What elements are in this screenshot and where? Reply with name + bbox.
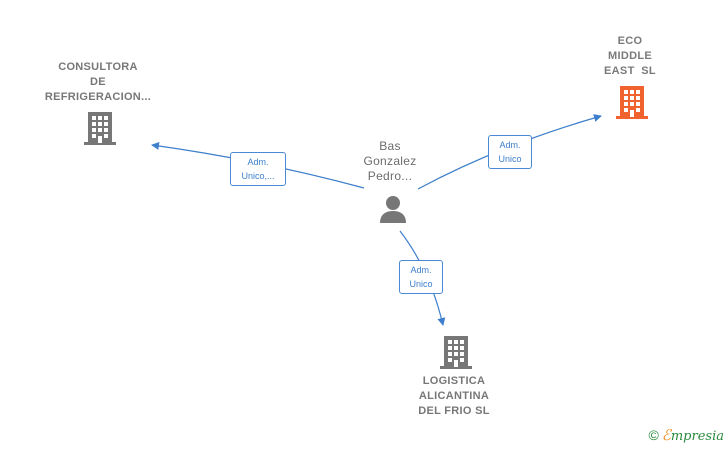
- edge-label-consultora[interactable]: Adm. Unico,...: [230, 152, 286, 186]
- copyright-symbol: ©: [648, 427, 659, 443]
- logistica-name[interactable]: LOGISTICA ALICANTINA DEL FRIO SL: [418, 375, 490, 417]
- building-icon[interactable]: [440, 334, 472, 370]
- building-icon[interactable]: [616, 84, 648, 120]
- person-name[interactable]: Bas Gonzalez Pedro...: [363, 139, 417, 183]
- eco-name[interactable]: ECO MIDDLE EAST SL: [604, 35, 656, 77]
- logo-letter: ℰ: [661, 426, 671, 444]
- edge-label-eco[interactable]: Adm. Unico: [488, 135, 532, 169]
- consultora-name[interactable]: CONSULTORA DE REFRIGERACION...: [44, 61, 152, 103]
- logo-text: mpresia: [670, 429, 724, 444]
- person-icon[interactable]: [378, 194, 408, 224]
- building-icon[interactable]: [84, 110, 116, 146]
- empresia-logo: ©ℰmpresia: [648, 426, 724, 444]
- edge-label-logistica[interactable]: Adm. Unico: [399, 260, 443, 294]
